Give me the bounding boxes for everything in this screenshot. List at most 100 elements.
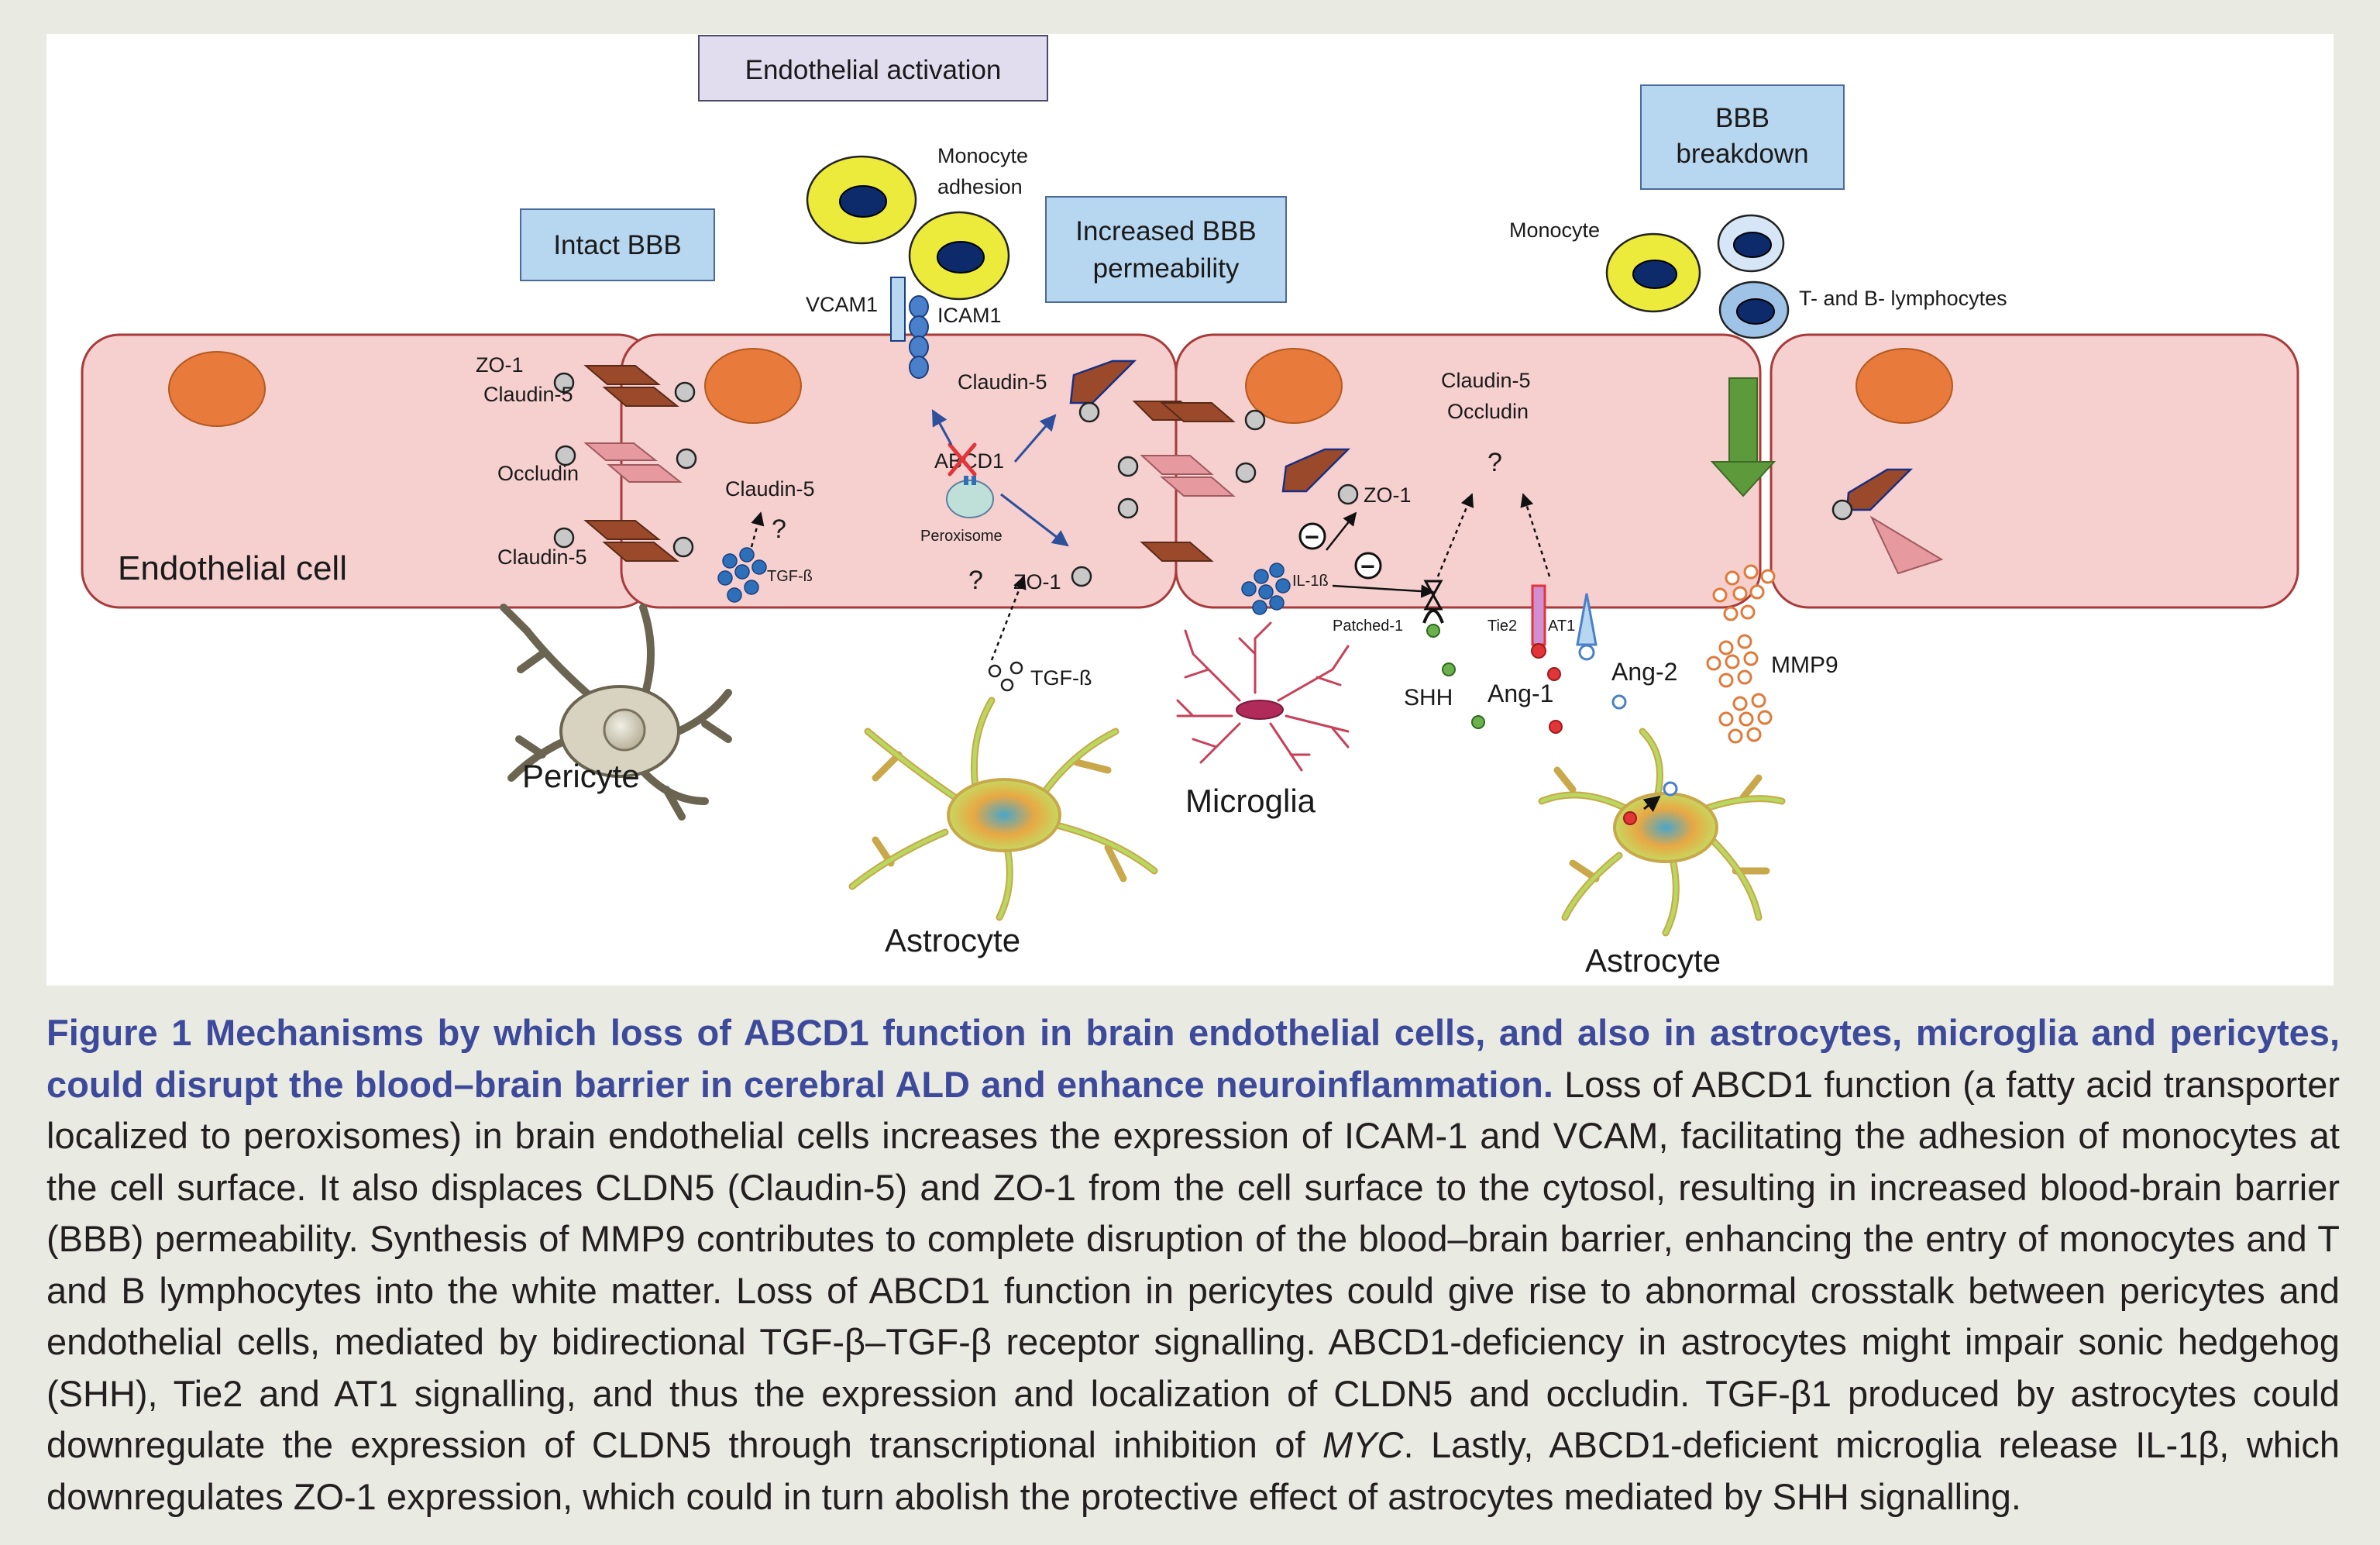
box-endothelial-activation-text: Endothelial activation xyxy=(745,55,1002,85)
tie2-receptor xyxy=(1531,584,1546,646)
label-claudin5: Claudin-5 xyxy=(725,477,815,501)
endothelial-cell-4 xyxy=(1770,333,2299,609)
ang2-molecule xyxy=(1611,694,1627,710)
label-endothelial-cell: Endothelial cell xyxy=(118,549,347,587)
microglia-cell xyxy=(1176,621,1350,772)
label-claudin5: Claudin-5 xyxy=(483,383,573,406)
peroxisome xyxy=(946,480,994,518)
label-icam1: ICAM1 xyxy=(937,304,1002,327)
label-mmp9: MMP9 xyxy=(1771,652,1838,678)
nucleus xyxy=(1856,348,1953,424)
zo1-displaced xyxy=(1071,566,1092,587)
bbb-diagram: ZO-1 Claudin-5 Occludin Claudin-5 Endoth… xyxy=(46,34,2334,986)
label-tgf-beta: TGF-ß xyxy=(1030,666,1092,690)
lymphocyte-nucleus xyxy=(1733,232,1772,258)
tgf-beta-cluster xyxy=(717,547,767,603)
monocyte-nucleus xyxy=(839,185,887,218)
microglia-body xyxy=(1236,700,1284,720)
label-claudin5: Claudin-5 xyxy=(1441,369,1531,392)
question-mark: ? xyxy=(772,514,786,544)
arrow-to-zo1 xyxy=(1326,511,1357,551)
ang2-molecule xyxy=(1663,781,1678,797)
nucleus xyxy=(704,348,802,424)
vcam1-receptor xyxy=(890,277,906,342)
arrow-abcd1-zo1 xyxy=(1000,493,1069,547)
label-monocyte-adhesion-2: adhesion xyxy=(937,175,1023,198)
arrow-il1b-patched xyxy=(1332,584,1435,598)
label-t-b-lymphocytes: T- and B- lymphocytes xyxy=(1799,287,2007,310)
shh-molecule xyxy=(1471,715,1485,729)
label-vcam1: VCAM1 xyxy=(806,293,878,316)
box-intact-bbb-text: Intact BBB xyxy=(553,230,681,260)
mmp9-molecules xyxy=(1706,564,1776,744)
zo1-displaced xyxy=(1078,401,1100,423)
zo1-displaced xyxy=(1831,499,1853,521)
occludin-displaced xyxy=(1869,515,1944,575)
label-ang1: Ang-1 xyxy=(1488,680,1553,707)
box-bbb-breakdown-line1: BBB xyxy=(1715,103,1770,133)
tight-junction-disrupted xyxy=(1117,401,1266,562)
label-pericyte: Pericyte xyxy=(522,758,640,794)
label-zo1: ZO-1 xyxy=(1364,483,1412,507)
label-il1b: IL-1ß xyxy=(1292,573,1329,590)
label-monocyte-adhesion-1: Monocyte xyxy=(937,144,1028,167)
label-zo1: ZO-1 xyxy=(476,353,524,377)
caption-title: Mechanisms by which loss of ABCD1 functi… xyxy=(46,1012,2340,1105)
label-monocyte: Monocyte xyxy=(1509,219,1600,242)
nucleus xyxy=(1245,348,1343,424)
il1b-cluster xyxy=(1241,563,1291,615)
ang1-molecule xyxy=(1549,720,1563,734)
label-tie2: Tie2 xyxy=(1488,618,1517,635)
ang1-molecule xyxy=(1623,811,1637,825)
arrow-abcd1-claudin5 xyxy=(1013,414,1057,463)
shh-molecule xyxy=(1442,662,1456,676)
breakdown-arrow xyxy=(1710,377,1776,497)
arrow-astrocyte-inner xyxy=(1642,795,1661,813)
shh-molecule xyxy=(1426,624,1440,638)
caption-body-1: Loss of ABCD1 function (a fatty acid tra… xyxy=(46,1063,2340,1466)
question-mark: ? xyxy=(1488,448,1502,477)
box-endothelial-activation xyxy=(698,35,1048,102)
box-increased-bbb-line1: Increased BBB xyxy=(1075,216,1256,246)
inhibition-symbol xyxy=(1354,552,1382,580)
label-claudin5: Claudin-5 xyxy=(958,370,1047,394)
patched1-receptor xyxy=(1422,580,1444,624)
arrow-abcd1-icam xyxy=(931,409,953,446)
label-claudin5: Claudin-5 xyxy=(497,545,587,569)
icam1-receptor xyxy=(909,295,929,379)
label-ang2: Ang-2 xyxy=(1611,658,1677,686)
astrocyte-body xyxy=(947,778,1061,852)
label-shh: SHH xyxy=(1404,685,1453,711)
tgf-beta-molecules xyxy=(988,661,1023,692)
ang1-bound xyxy=(1531,643,1546,659)
box-increased-bbb-line2: permeability xyxy=(1093,253,1240,284)
ang2-bound xyxy=(1578,644,1595,661)
label-astrocyte: Astrocyte xyxy=(1585,942,1721,979)
pericyte-nucleus xyxy=(603,708,646,752)
label-astrocyte: Astrocyte xyxy=(885,922,1020,958)
abcd1-transporter xyxy=(972,476,976,485)
minus-sign: − xyxy=(1305,523,1319,551)
caption-italic: MYC xyxy=(1322,1424,1404,1465)
label-tgf-beta: TGF-ß xyxy=(767,568,813,585)
label-zo1: ZO-1 xyxy=(1013,570,1061,594)
label-at1: AT1 xyxy=(1548,618,1575,635)
caption-figure-label: Figure 1 xyxy=(46,1012,205,1053)
astrocyte-processes-inner xyxy=(1539,729,1784,935)
label-patched1: Patched-1 xyxy=(1333,618,1403,635)
ang1-molecule xyxy=(1547,667,1561,681)
abcd1-transporter xyxy=(964,476,968,485)
caption-body-2: . Lastly, ABCD1-deficient microglia rele… xyxy=(46,1424,2340,1517)
question-mark: ? xyxy=(968,566,983,595)
zo1-displaced xyxy=(1337,483,1359,505)
abcd1-cross xyxy=(948,442,977,477)
box-bbb-breakdown-line2: breakdown xyxy=(1676,139,1808,169)
claudin5-displaced xyxy=(1069,360,1137,404)
arrow-tie2-claudin xyxy=(1520,493,1551,577)
claudin5-displaced xyxy=(1281,448,1351,493)
label-peroxisome: Peroxisome xyxy=(920,528,1003,545)
figure-caption: Figure 1 Mechanisms by which loss of ABC… xyxy=(46,1007,2340,1523)
monocyte-nucleus xyxy=(1632,260,1677,289)
tight-junction-intact xyxy=(553,365,697,562)
